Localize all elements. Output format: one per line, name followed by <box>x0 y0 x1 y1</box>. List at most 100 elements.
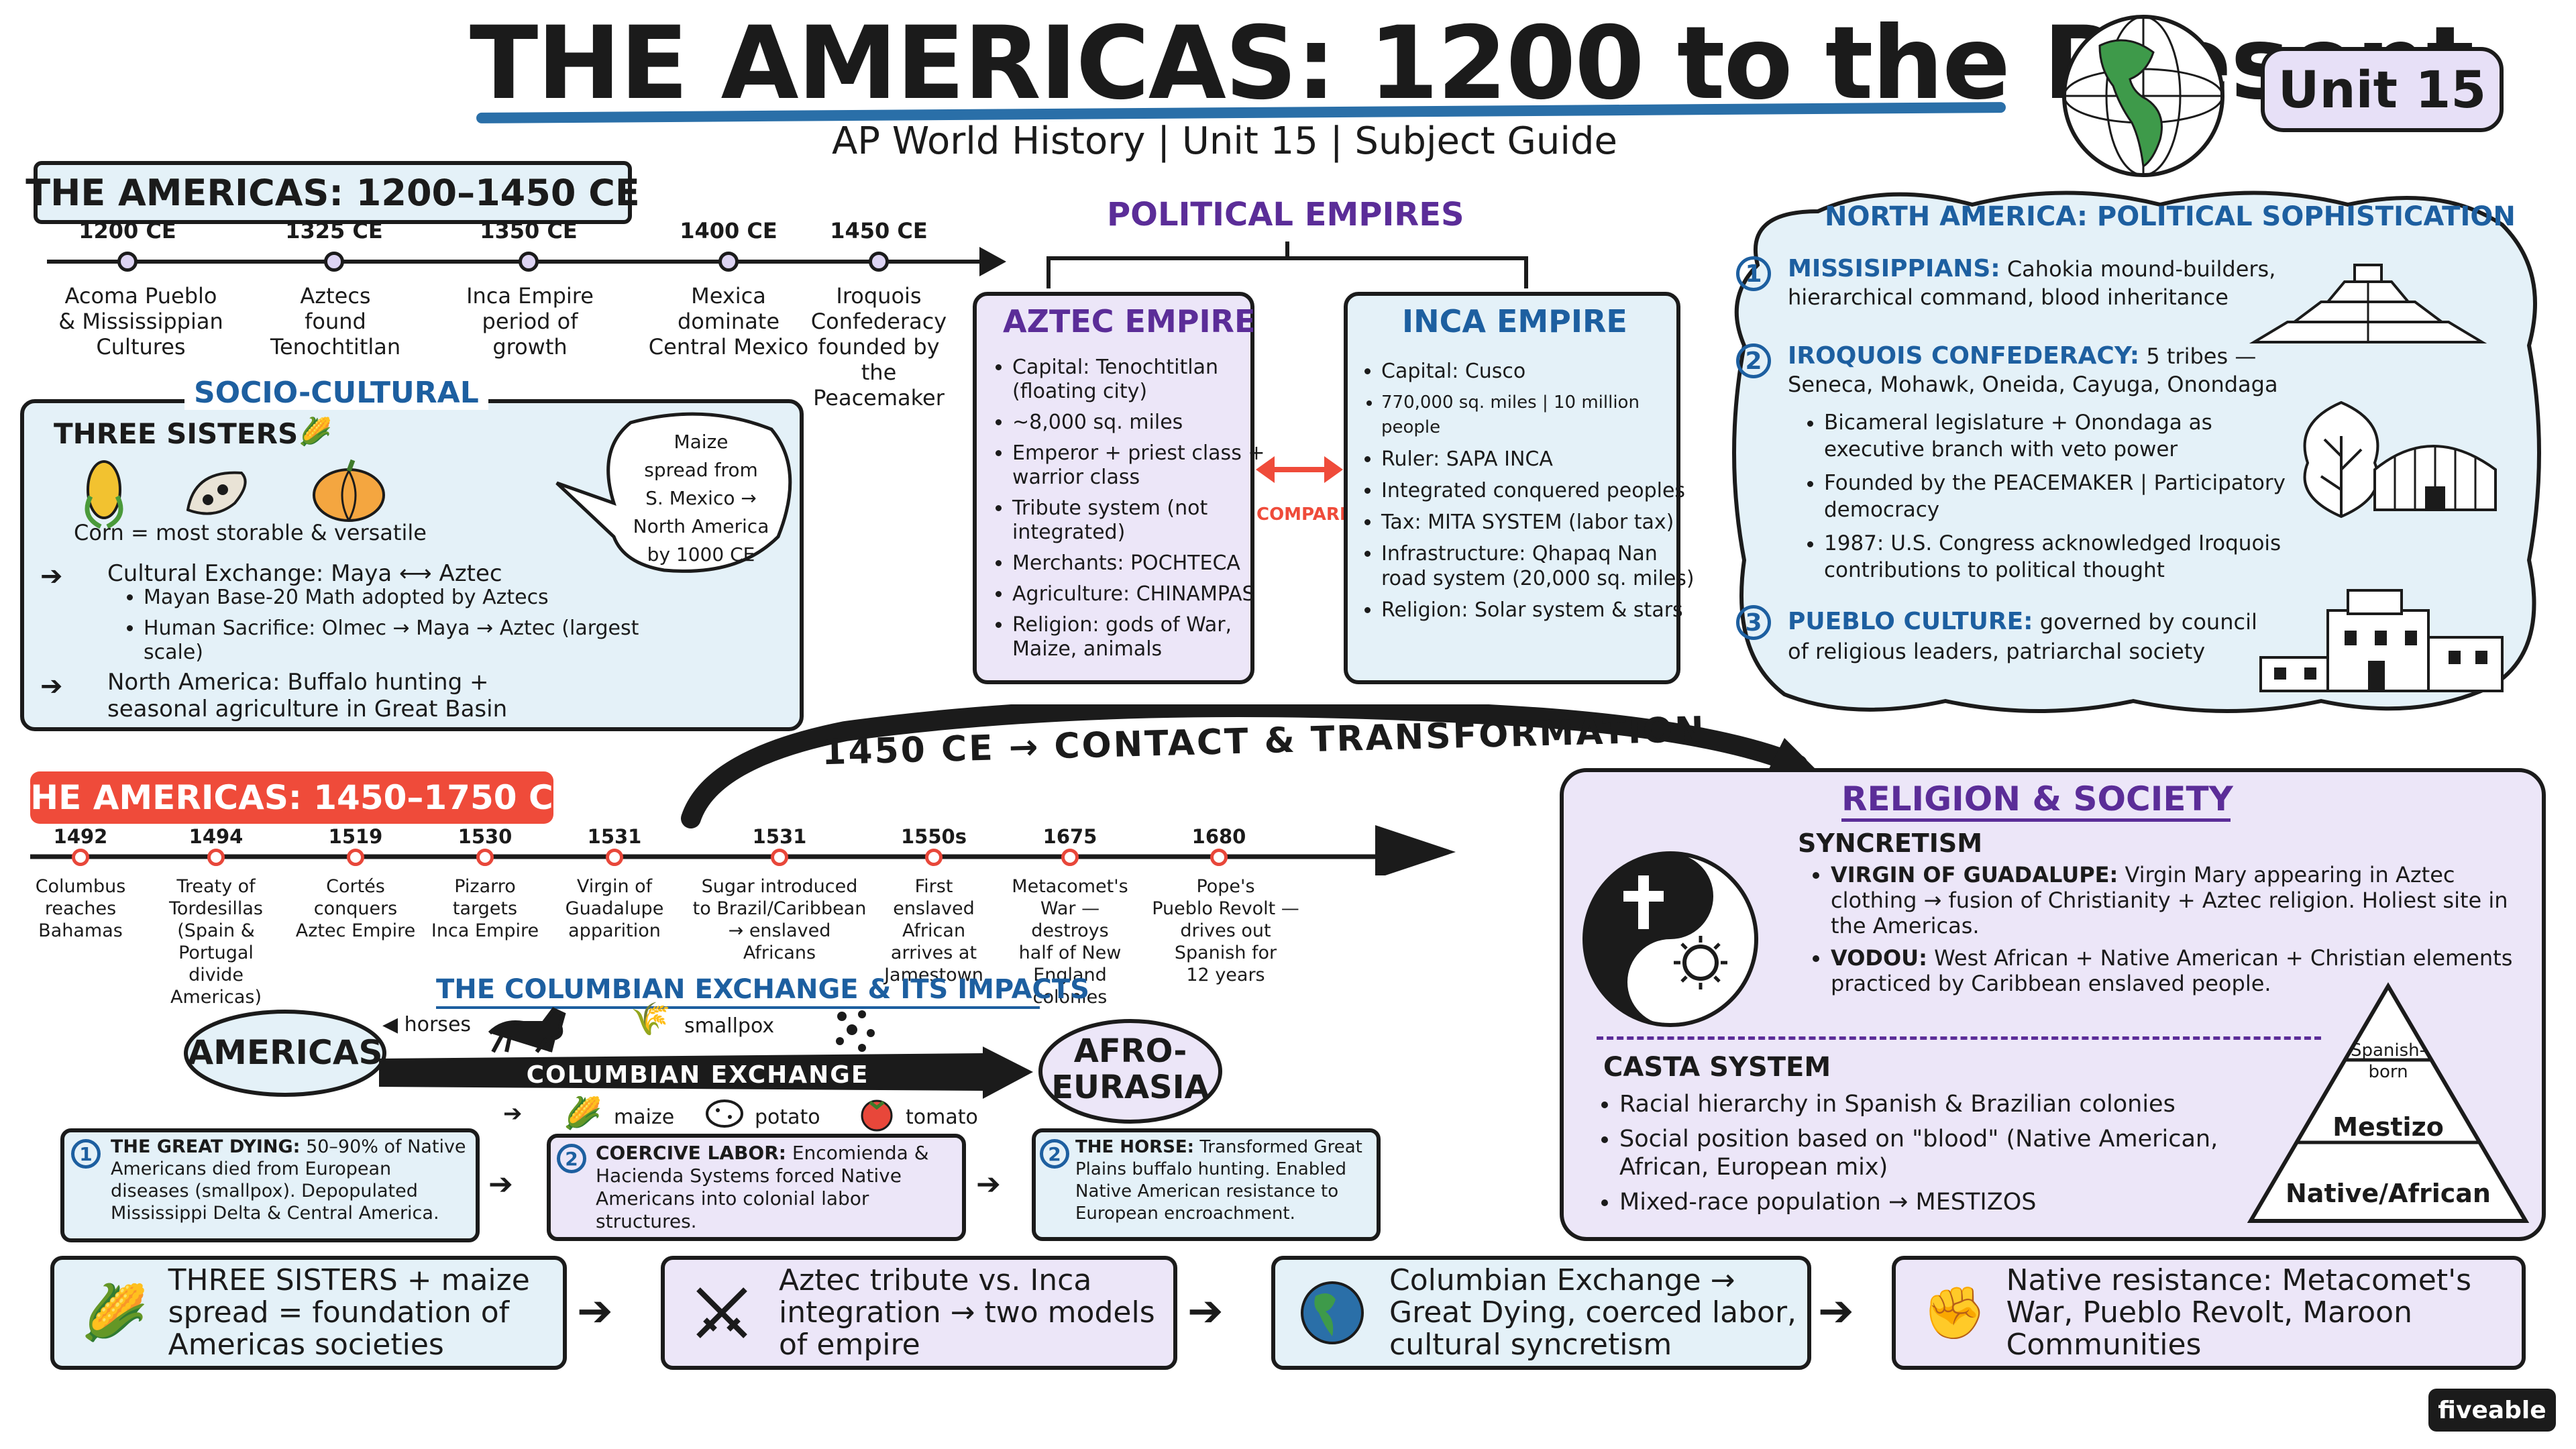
compare-label: COMPARE <box>1256 504 1352 525</box>
globe-icon <box>2062 15 2224 177</box>
maize-spread-note: Maize spread from S. Mexico → North Amer… <box>633 431 769 566</box>
summary-card: Aztec tribute vs. Inca integration → two… <box>661 1256 1177 1370</box>
arrow-icon: ➔ <box>1187 1287 1224 1336</box>
aztec-item: ~8,000 sq. miles <box>1012 411 1267 435</box>
inca-item: 770,000 sq. miles | 10 million people <box>1381 390 1697 440</box>
mississippians-name: MISSISIPPIANS: <box>1788 255 2000 282</box>
inca-item: Capital: Cusco <box>1381 359 1697 384</box>
timeline1-marker <box>117 252 138 272</box>
timeline2-marker <box>476 849 494 866</box>
casta-item: Social position based on "blood" (Native… <box>1619 1125 2250 1181</box>
aztec-item: Religion: gods of War, Maize, animals <box>1012 613 1267 661</box>
corn-icon: 🌽 <box>299 417 332 447</box>
iroquois-name: IROQUOIS CONFEDERACY: <box>1788 342 2140 370</box>
tree-longhouse-icon <box>2303 400 2497 519</box>
timeline1-axis <box>47 247 1006 276</box>
great-dying-title: THE GREAT DYING: <box>111 1136 301 1157</box>
great-dying-card <box>60 1128 480 1242</box>
timeline1-date: 1400 CE <box>680 218 777 244</box>
timeline2-title: THE AMERICAS: 1450–1750 CE <box>7 771 576 824</box>
inca-title: INCA EMPIRE <box>1402 303 1627 339</box>
syncretism-heading: SYNCRETISM <box>1798 828 1983 858</box>
timeline1-date: 1350 CE <box>480 218 578 244</box>
horses-item: ◀ horses <box>382 1013 472 1036</box>
casta-heading: CASTA SYSTEM <box>1603 1052 1831 1083</box>
number-badge: 2 <box>1736 343 1771 378</box>
summary-card: 🌽 THREE SISTERS + maize spread = foundat… <box>50 1256 567 1370</box>
casta-item: Mixed-race population → MESTIZOS <box>1619 1188 2250 1216</box>
speech-bubble <box>555 412 792 573</box>
arrow-icon: ➔ <box>488 1167 513 1201</box>
syncretism-item: VODOU: West African + Native American + … <box>1831 945 2535 996</box>
coercive-labor-body: Encomienda & Hacienda Systems forced Nat… <box>596 1142 929 1232</box>
corn-icon <box>85 460 123 529</box>
timeline2-label: Pizarro targets Inca Empire <box>431 876 539 941</box>
brand-logo: fiveable <box>2428 1389 2556 1432</box>
iroquois-bullet: Bicameral legislature + Onondaga as exec… <box>1824 409 2294 463</box>
inca-item: Tax: MITA SYSTEM (labor tax) <box>1381 510 1697 535</box>
compare-arrow-icon <box>1256 456 1343 483</box>
casta-item: Racial hierarchy in Spanish & Brazilian … <box>1619 1090 2250 1118</box>
arrow-icon: ➔ <box>40 561 63 592</box>
north-america-note: North America: Buffalo hunting + seasona… <box>107 669 508 722</box>
timeline2-marker <box>72 849 89 866</box>
afro-eurasia-oval <box>1038 1019 1222 1124</box>
timeline2-label: Sugar introduced to Brazil/Caribbean → e… <box>692 876 867 963</box>
potato-icon <box>706 1099 743 1128</box>
coercive-labor-card <box>547 1134 966 1241</box>
timeline2-date: 1492 <box>53 825 108 848</box>
timeline1-label: Inca Empire period of growth <box>466 283 594 360</box>
guadalupe-title: VIRGIN OF GUADALUPE: <box>1831 862 2118 888</box>
columbian-exchange-band <box>379 1046 1033 1099</box>
timeline2-date: 1519 <box>328 825 383 848</box>
timeline2-label: Pope's Pueblo Revolt — drives out Spanis… <box>1152 876 1299 985</box>
aztec-title: AZTEC EMPIRE <box>1003 303 1256 339</box>
summary-card: Columbian Exchange → Great Dying, coerce… <box>1271 1256 1811 1370</box>
inca-item: Integrated conquered peoples <box>1381 478 1697 503</box>
columbian-exchange-label: COLUMBIAN EXCHANGE <box>526 1061 869 1089</box>
horse-body: Transformed Great Plains buffalo hunting… <box>1075 1137 1362 1224</box>
americas-oval <box>184 1010 386 1097</box>
timeline2-label: Columbus reaches Bahamas <box>35 876 126 941</box>
maize-label: maize <box>614 1106 675 1129</box>
arrow-icon: ➔ <box>577 1287 613 1336</box>
inca-item: Infrastructure: Qhapaq Nan road system (… <box>1381 541 1697 591</box>
potato-label: potato <box>755 1106 820 1129</box>
timeline1-marker <box>869 252 889 272</box>
summary-card: ✊ Native resistance: Metacomet's War, Pu… <box>1892 1256 2526 1370</box>
aztec-list: Capital: Tenochtitlan (floating city) ~8… <box>989 356 1267 668</box>
timeline2-marker <box>347 849 364 866</box>
syncretism-list: VIRGIN OF GUADALUPE: Virgin Mary appeari… <box>1808 862 2535 1003</box>
north-america-heading: NORTH AMERICA: POLITICAL SOPHISTICATION <box>1825 201 2516 232</box>
summary-text: Columbian Exchange → Great Dying, coerce… <box>1389 1263 1797 1362</box>
pueblo-text: governed by council of religious leaders… <box>1788 609 2257 664</box>
summary-text: THREE SISTERS + maize spread = foundatio… <box>168 1263 530 1362</box>
timeline1-marker <box>519 252 539 272</box>
pyramid-middle-label: Mestizo <box>2332 1112 2444 1142</box>
timeline2-date: 1675 <box>1042 825 1097 848</box>
timeline2-date: 1550s <box>901 825 967 848</box>
horse-text: THE HORSE: Transformed Great Plains buff… <box>1075 1136 1374 1225</box>
timeline1-label: Aztecs found Tenochtitlan <box>270 283 401 360</box>
timeline2-marker <box>1061 849 1079 866</box>
iroquois-bullets: Bicameral legislature + Onondaga as exec… <box>1801 409 2294 590</box>
empire-bracket <box>1046 241 1528 288</box>
corn-note: Corn = most storable & versatile <box>74 520 427 545</box>
timeline2-label: Treaty of Tordesillas (Spain & Portugal … <box>169 876 263 1008</box>
political-heading: POLITICAL EMPIRES <box>1107 196 1464 233</box>
aztec-panel <box>973 292 1254 684</box>
arrow-icon: ➔ <box>1818 1287 1854 1336</box>
timeline1-marker <box>718 252 739 272</box>
horse-card <box>1032 1128 1381 1241</box>
syncretism-item: VIRGIN OF GUADALUPE: Virgin Mary appeari… <box>1831 862 2535 938</box>
vodou-text: West African + Native American + Christi… <box>1831 945 2513 996</box>
section-divider <box>1597 1036 2321 1040</box>
socio-bullet: Human Sacrifice: Olmec → Maya → Aztec (l… <box>144 616 640 665</box>
great-dying-text: THE GREAT DYING: 50–90% of Native Americ… <box>111 1136 473 1224</box>
three-sisters-heading: THREE SISTERS <box>54 417 299 450</box>
aztec-item: Merchants: POCHTECA <box>1012 551 1267 576</box>
timeline1-marker <box>324 252 344 272</box>
arrow-icon: ➔ <box>40 671 63 702</box>
vodou-title: VODOU: <box>1831 945 1927 971</box>
inca-item: Religion: Solar system & stars <box>1381 598 1697 623</box>
